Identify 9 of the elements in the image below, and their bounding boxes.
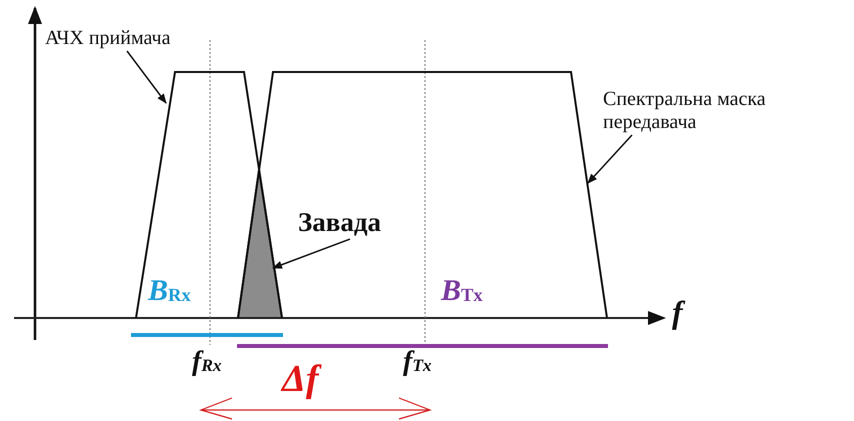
curve-label: Спектральна маска передавача — [603, 88, 803, 134]
interference-label: Завада — [298, 207, 381, 238]
interference-triangle — [236, 169, 284, 319]
leader-line — [587, 134, 633, 184]
curve-label: АЧХ приймача — [45, 27, 170, 50]
axis-label: f — [672, 296, 683, 328]
receiver-response-curve — [135, 71, 283, 318]
leader-line — [272, 238, 350, 269]
leader-line — [126, 50, 167, 104]
